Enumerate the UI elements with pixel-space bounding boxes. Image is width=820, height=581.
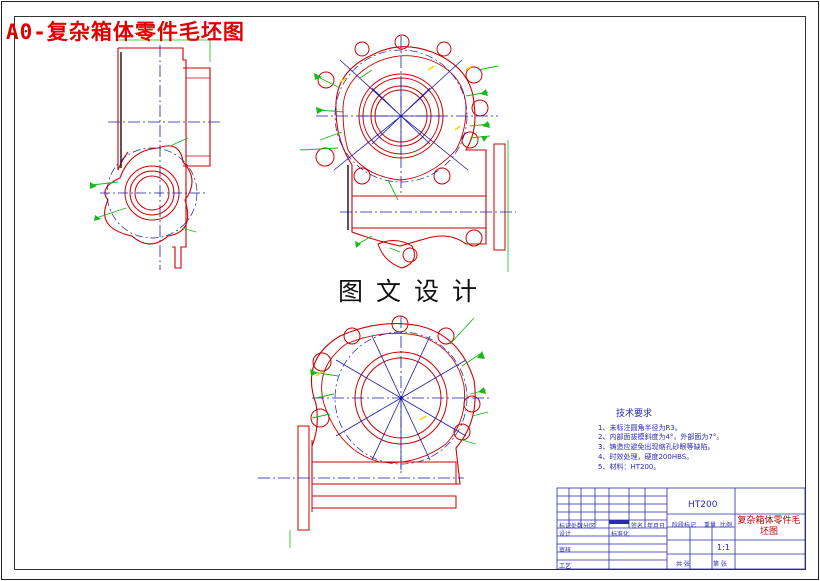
front-view-lug-3 — [354, 41, 370, 57]
top-view-housing — [310, 322, 476, 485]
technical-requirement-item: 5、材料：HT200。 — [598, 463, 661, 471]
front-view-bottom-bosses — [377, 240, 415, 269]
inner-border — [14, 16, 806, 570]
title-block-part-name: 复杂箱体零件毛坯图 — [737, 516, 801, 537]
title-block-grid — [556, 487, 806, 570]
drawing-title: A0-复杂箱体零件毛坯图 — [6, 20, 245, 44]
title-block-label-stage: 阶段标记 — [672, 522, 697, 529]
title-block-label-signature: 签名 — [631, 523, 644, 530]
top-view-notes — [315, 371, 427, 421]
front-view-lug-6 — [465, 66, 483, 84]
front-view-notes — [339, 65, 473, 131]
title-block-label-review: 审核 — [559, 547, 572, 554]
front-view-lug-4 — [394, 34, 410, 50]
side-view-body — [118, 47, 187, 269]
top-view-lug-5 — [437, 327, 455, 345]
front-view-housing-inner — [342, 55, 467, 181]
watermark-text: 图文设计 — [338, 277, 491, 306]
technical-requirement-item: 4、时效处理，硬度200HBS。 — [598, 453, 694, 461]
top-view-lug-6 — [463, 395, 481, 413]
title-block-mid-cells — [667, 526, 805, 569]
front-view-lug-2 — [315, 147, 335, 167]
title-block-filled-cell — [609, 520, 629, 524]
title-block-label-count: 处数 — [571, 523, 584, 530]
top-view-radials — [335, 335, 467, 470]
front-view-arrows — [314, 73, 490, 248]
top-view-lug-2 — [310, 408, 330, 428]
top-view — [258, 315, 490, 548]
title-block-label-standardize: 标准化 — [611, 531, 630, 538]
top-view-lug-1 — [312, 352, 332, 372]
top-view-pipe — [312, 461, 457, 509]
side-view — [90, 39, 222, 270]
side-view-dim — [118, 39, 211, 62]
front-view-lug-1 — [317, 71, 335, 89]
side-view-outline — [117, 48, 129, 171]
front-view-pipe — [352, 195, 486, 229]
title-block-label-zone: 分区 — [583, 523, 596, 530]
title-block-label-design: 设计 — [559, 531, 572, 538]
title-block-material: HT200 — [688, 500, 718, 510]
top-view-lug-3 — [343, 327, 361, 345]
title-block-label-sheet: 第 张 — [713, 561, 727, 568]
technical-requirement-item: 1、未标注圆角半径为R3。 — [598, 424, 682, 432]
front-view-lug-8 — [461, 131, 479, 149]
front-view-outlet-flange — [493, 143, 506, 251]
title-block-label-weight: 重量 — [704, 522, 717, 529]
title-block-label-date: 年月日 — [647, 523, 666, 530]
title-block-scale: 1:1 — [717, 543, 730, 552]
front-view-lug-9 — [433, 167, 451, 185]
front-view-bottom-lug-2 — [402, 247, 418, 263]
side-view-boss-circle-outer — [124, 165, 180, 221]
title-block-label-mark: 标记 — [559, 523, 572, 530]
title-block-frame — [556, 487, 806, 570]
technical-requirement-item: 3、铸造应避免出现缩孔砂眼等缺陷。 — [598, 443, 715, 451]
technical-requirements-heading: 技术要求 — [616, 409, 653, 419]
front-view-leaders — [299, 65, 499, 253]
front-view-lug-10 — [353, 167, 371, 185]
front-view-bottom-lug — [465, 229, 483, 247]
front-view-lug-5 — [436, 41, 452, 57]
title-block-left-cols — [568, 488, 646, 569]
technical-requirement-item: 2、内部面拔模斜度为4°，外部面为7°。 — [598, 433, 724, 441]
side-view-arrows — [90, 182, 101, 221]
front-view — [299, 34, 516, 272]
front-view-housing — [335, 46, 487, 247]
title-block-label-ratio: 比例 — [720, 522, 733, 529]
title-block-label-process: 工艺 — [559, 563, 572, 570]
side-view-boss — [104, 145, 193, 245]
side-view-leaders — [91, 137, 197, 233]
side-view-flange — [183, 67, 211, 167]
top-view-lug-7 — [453, 423, 471, 441]
title-block-label-sheets: 共 张 — [676, 561, 690, 568]
